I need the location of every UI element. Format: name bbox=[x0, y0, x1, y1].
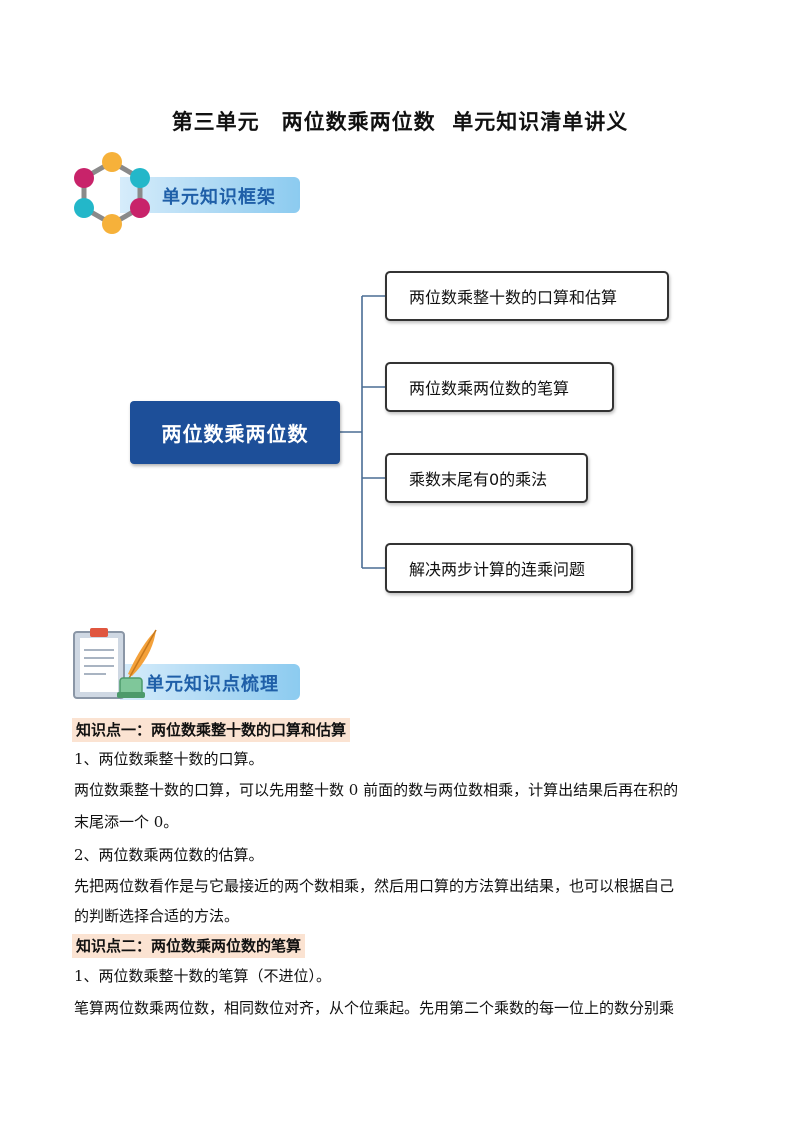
paragraph-line: 笔算两位数乘两位数，相同数位对齐，从个位乘起。先用第二个乘数的每一位上的数分别乘 bbox=[74, 999, 675, 1017]
knowledge-point-heading: 知识点一：两位数乘整十数的口算和估算 bbox=[72, 718, 351, 742]
subheading: 1、两位数乘整十数的笔算（不进位）。 bbox=[74, 967, 332, 985]
section-title-framework: 单元知识框架 bbox=[162, 187, 276, 208]
mindmap-branch-label: 两位数乘整十数的口算和估算 bbox=[409, 288, 618, 307]
section-banner-review bbox=[120, 664, 300, 700]
mindmap-root-label: 两位数乘两位数 bbox=[161, 422, 309, 446]
mindmap-branch-label: 解决两步计算的连乘问题 bbox=[409, 560, 586, 579]
mindmap-branch-node: 两位数乘两位数的笔算 bbox=[385, 362, 614, 412]
mindmap-branch-node: 乘数末尾有0的乘法 bbox=[385, 453, 588, 503]
mindmap-branch-node: 两位数乘整十数的口算和估算 bbox=[385, 271, 669, 321]
subheading: 1、两位数乘整十数的口算。 bbox=[74, 750, 264, 768]
knowledge-point-heading: 知识点二：两位数乘两位数的笔算 bbox=[72, 934, 306, 958]
molecule-hexagon-icon bbox=[74, 152, 150, 234]
paragraph-line: 末尾添一个 0。 bbox=[74, 813, 179, 831]
section-banner-framework bbox=[120, 177, 300, 213]
paragraph-line: 先把两位数看作是与它最接近的两个数相乘，然后用口算的方法算出结果，也可以根据自己 bbox=[74, 877, 675, 895]
paragraph-line: 的判断选择合适的方法。 bbox=[74, 907, 240, 925]
document-title: 第三单元 两位数乘两位数 单元知识清单讲义 bbox=[171, 110, 629, 134]
mindmap-branch-label: 两位数乘两位数的笔算 bbox=[409, 379, 570, 398]
clipboard-quill-icon bbox=[73, 628, 157, 699]
mindmap-root-node: 两位数乘两位数 bbox=[130, 401, 340, 464]
mindmap-branch-label: 乘数末尾有0的乘法 bbox=[409, 470, 548, 489]
subheading: 2、两位数乘两位数的估算。 bbox=[74, 846, 264, 864]
mindmap-branch-node: 解决两步计算的连乘问题 bbox=[385, 543, 633, 593]
section-title-review: 单元知识点梳理 bbox=[146, 674, 279, 695]
paragraph-line: 两位数乘整十数的口算，可以先用整十数 0 前面的数与两位数相乘，计算出结果后再在… bbox=[74, 781, 679, 799]
